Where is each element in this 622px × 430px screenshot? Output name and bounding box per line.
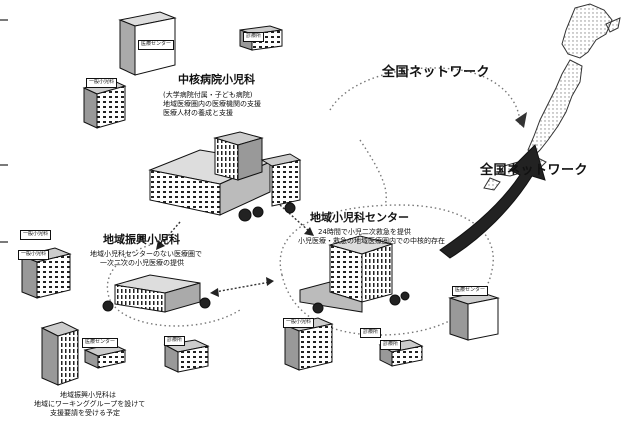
sign-clinic-c: 診療所	[380, 340, 401, 350]
network-arrow-upper	[515, 112, 527, 128]
regional-hospital-subtitle-2: 一次二次の小児医療の提供	[100, 259, 184, 267]
regional-hospital-subtitle-1: 地域小児科センターのない医療圏で	[90, 250, 202, 258]
core-hospital-subtitle-2: 地域医療圏内の医療機関の支援	[163, 100, 261, 108]
sign-general-d: 一般小児科	[20, 230, 51, 240]
sign-medical-a: 医療センター	[138, 40, 174, 50]
footnote-line-1: 地域振興小児科は	[60, 391, 116, 399]
center-hospital-building	[300, 236, 409, 313]
edge-ticks	[0, 20, 8, 242]
sign-clinic-a: 診療所	[243, 32, 264, 42]
footnote-line-3: 支援要請を受ける予定	[50, 409, 120, 417]
sign-medical-b: 医療センター	[82, 338, 118, 348]
network-arrow-lower	[440, 145, 545, 258]
regional-hospital-title: 地域振興小児科	[103, 234, 180, 247]
core-hospital-title: 中核病院小児科	[178, 74, 255, 87]
sign-clinic-b: 診療所	[164, 336, 185, 346]
regional-hospital-building	[103, 275, 210, 312]
core-hospital-subtitle-1: (大学病院付属・子ども病院)	[163, 91, 252, 99]
footnote-line-2: 地域にワーキンググループを設けて	[34, 400, 145, 408]
center-hospital-subtitle-2: 小児医療・救急の地域医療圏内での中核的存在	[298, 237, 445, 245]
sign-general-a: 一般小児科	[86, 78, 117, 88]
connector-arrows	[160, 205, 310, 292]
sign-general-b: 一般小児科	[18, 250, 49, 260]
core-hospital-subtitle-3: 医療人材の養成と支援	[163, 109, 233, 117]
center-hospital-subtitle-1: 24時間で小児二次救急を提供	[318, 228, 411, 236]
network-label-lower: 全国ネットワーク	[480, 164, 588, 179]
sign-clinic-d: 診療所	[360, 328, 381, 338]
sign-general-c: 一般小児科	[283, 318, 314, 328]
sign-medical-c: 医療センター	[452, 286, 488, 296]
network-label-upper: 全国ネットワーク	[382, 66, 490, 81]
center-hospital-title: 地域小児科センター	[310, 212, 409, 225]
core-hospital-building	[150, 132, 300, 221]
